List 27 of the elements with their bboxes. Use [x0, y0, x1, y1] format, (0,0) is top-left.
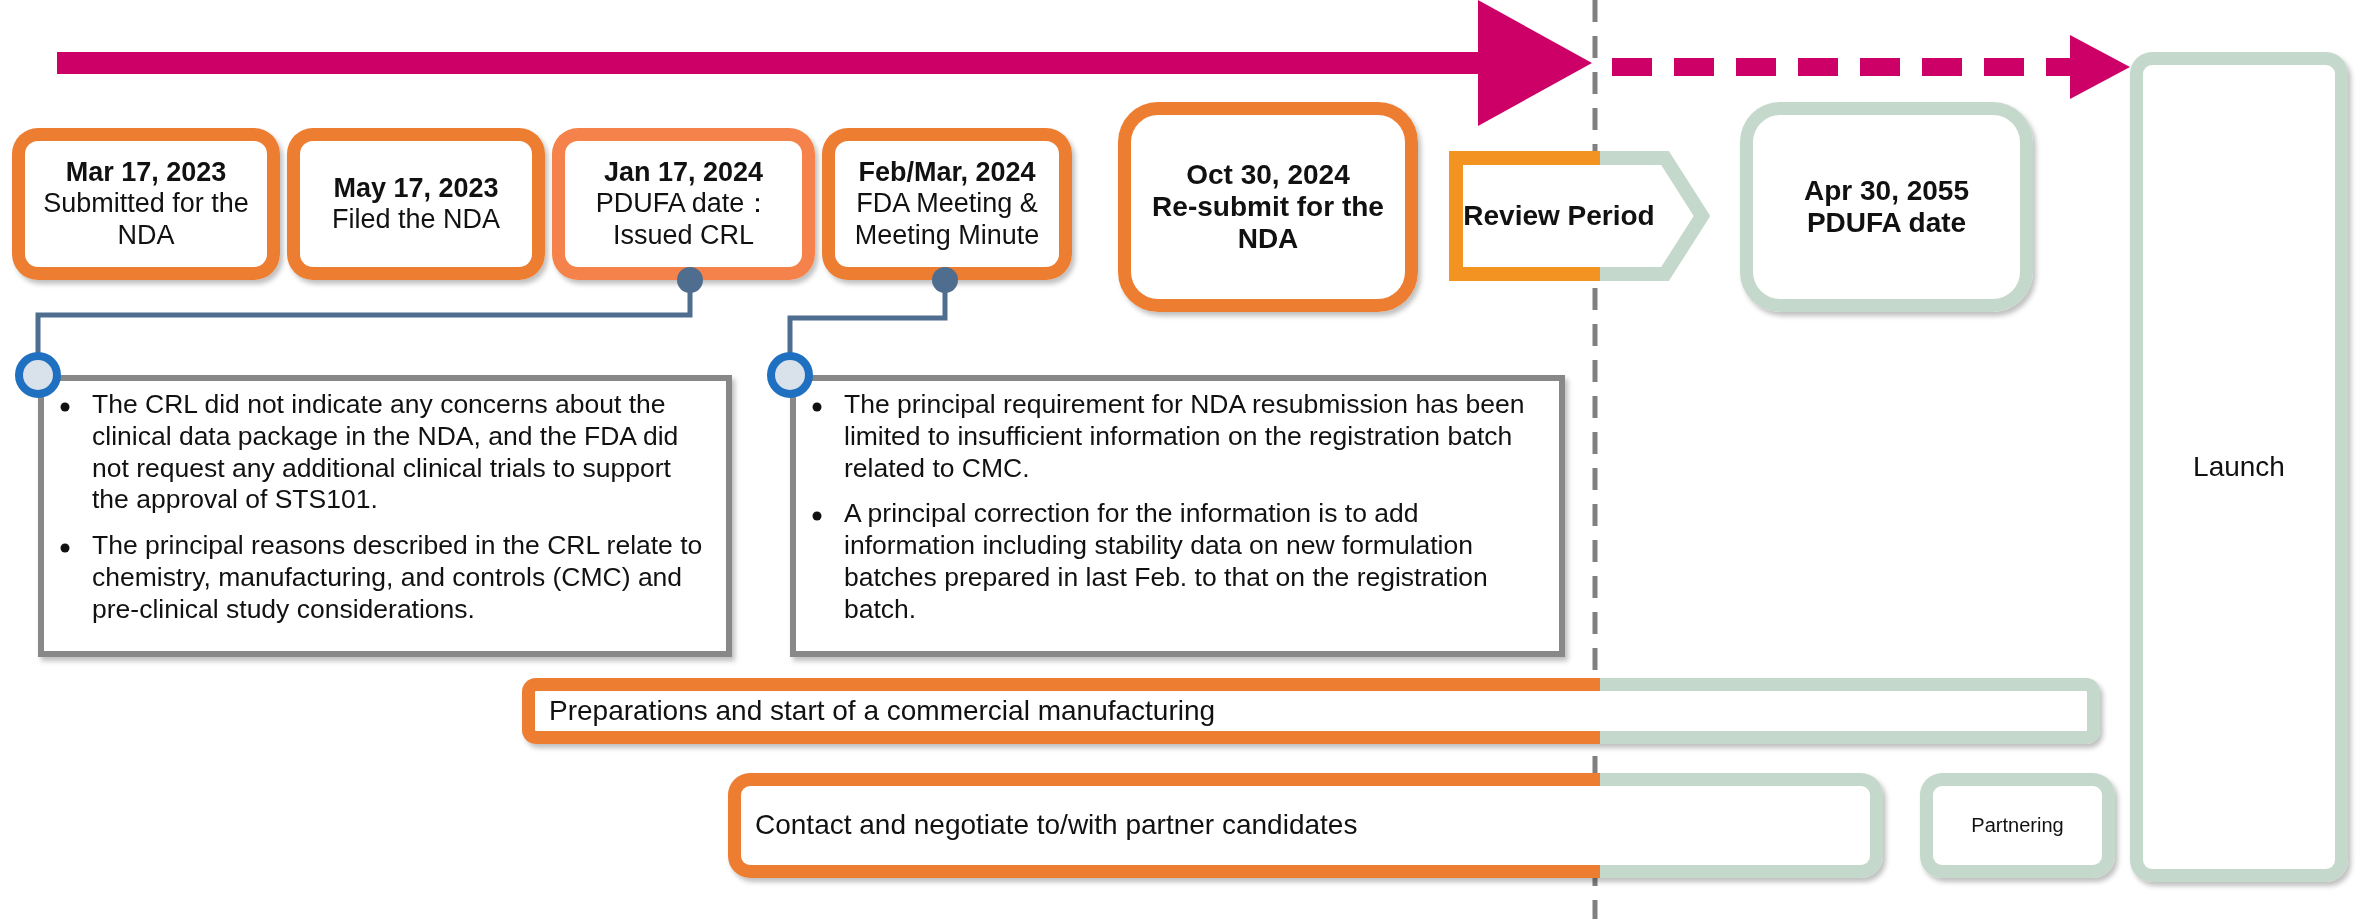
date-text: Oct 30, 2024 — [1186, 158, 1350, 191]
date-text: Jan 17, 2024 — [603, 157, 764, 189]
bullet-text: The principal reasons described in the CRL relate to chemistry, manufacturing, and controls (CMC) and pre-clinical study considerations. — [92, 530, 704, 626]
bullet-text: The principal requirement for NDA resubmission has been limited to insufficient information on the registration batch related to CMC. — [844, 389, 1526, 485]
milestone-text: FDA Meeting & Meeting Minute — [853, 188, 1041, 251]
milestone-text: PDUFA date： Issued CRL — [594, 188, 773, 251]
note-box — [38, 375, 732, 657]
date-text: Mar 17, 2023 — [65, 157, 227, 189]
task-text: Contact and negotiate to/with partner candidates — [755, 809, 1358, 842]
bullet-text: A principal correction for the information is to add information including stability data on new formulation batches prepared in last Feb. to that on the registration batch. — [844, 498, 1489, 626]
task-text: Launch — [2193, 450, 2285, 484]
leader-line — [767, 267, 958, 398]
milestone-text: PDUFA date — [1806, 207, 1967, 240]
bullet-text: The CRL did not indicate any concerns about the clinical data package in the NDA, and the FDA did not request any additional clinical trials to support the approval of STS101. — [92, 389, 680, 517]
task-text: Partnering — [1971, 814, 2064, 837]
leader-line — [15, 267, 703, 398]
task-text: Preparations and start of a commercial manufacturing — [549, 694, 1216, 728]
note-box — [790, 375, 1565, 657]
date-text: Apr 30, 2055 — [1804, 174, 1969, 207]
phase-text: Review Period — [1463, 199, 1655, 233]
milestone-text: Submitted for the NDA — [42, 188, 250, 251]
timeline-arrow — [1612, 35, 2130, 99]
phase-box — [1448, 150, 1710, 282]
milestone-text: Re-submit for the NDA — [1151, 190, 1385, 256]
milestone-text: Filed the NDA — [331, 204, 501, 236]
date-text: May 17, 2023 — [333, 172, 499, 204]
date-text: Feb/Mar, 2024 — [858, 157, 1036, 189]
